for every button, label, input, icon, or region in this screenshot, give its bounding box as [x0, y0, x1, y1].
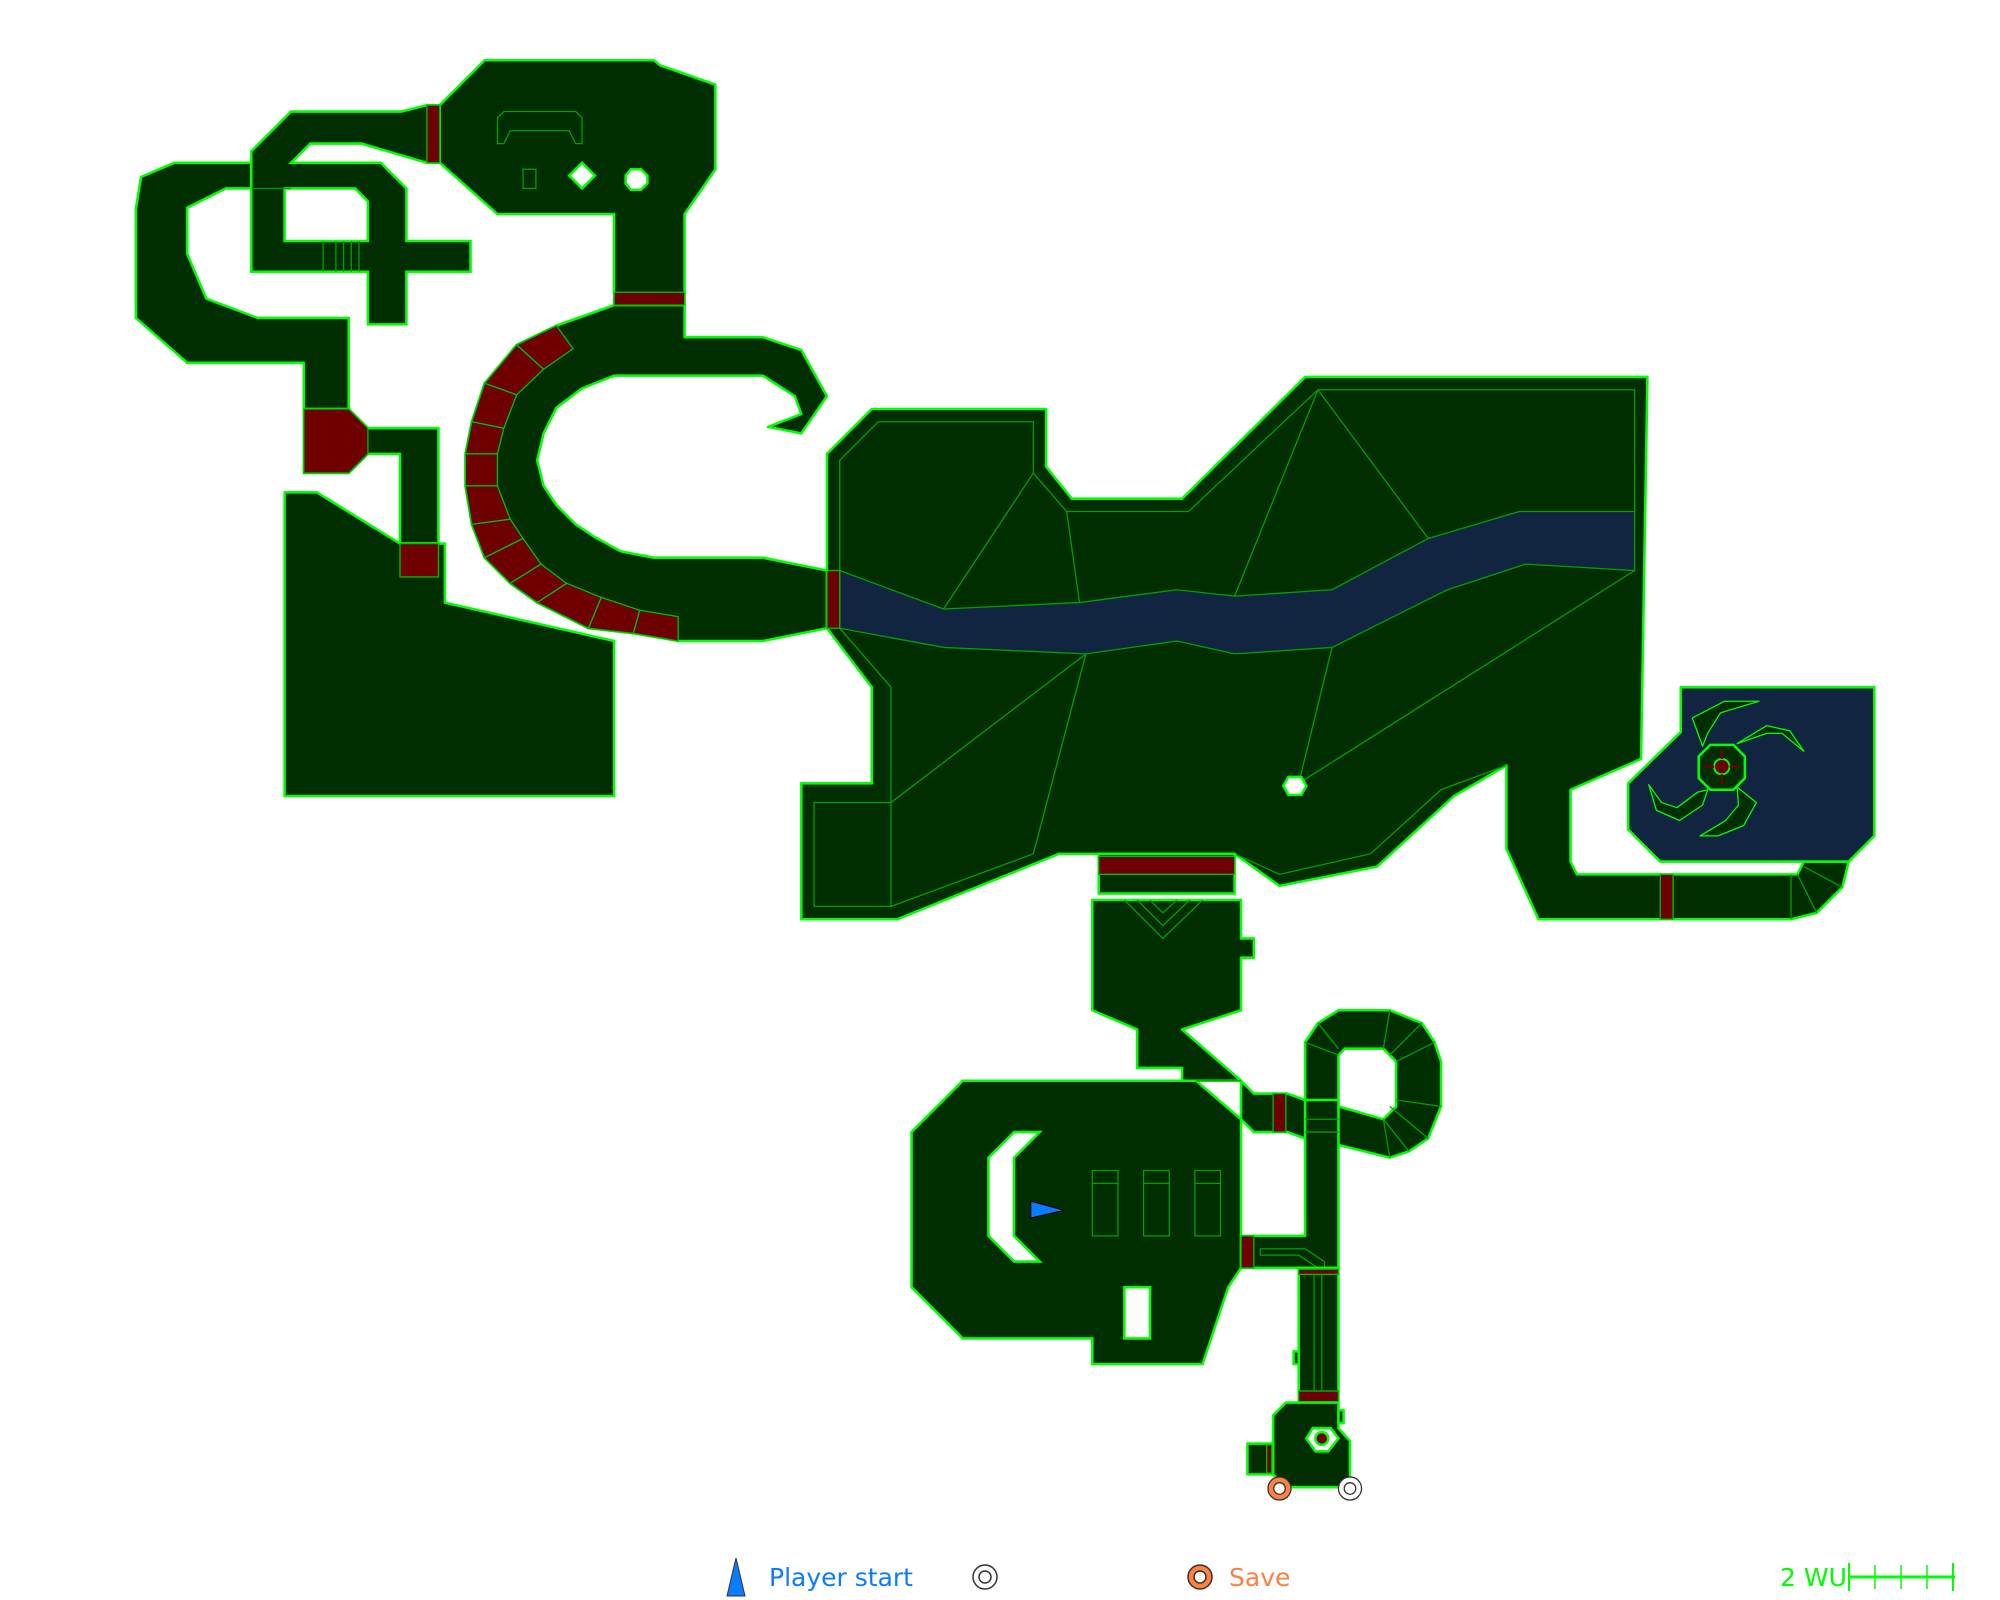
scale-label: 2 WU: [1780, 1562, 1847, 1592]
door[interactable]: [1266, 1444, 1273, 1474]
door[interactable]: [826, 569, 841, 629]
terrain-lines: [813, 389, 1843, 920]
pillar-octagon: [1281, 775, 1308, 797]
pillar-octagon: [624, 167, 649, 192]
legend-waypoint: [970, 1555, 1000, 1599]
save-icon: [1187, 1564, 1213, 1590]
room-east-pool: [1626, 685, 1876, 863]
corridor-shaft: [1297, 1266, 1340, 1404]
door[interactable]: [1659, 873, 1674, 920]
swirl-platform: [1648, 700, 1805, 837]
ramp-doors: [464, 324, 679, 642]
waypoint-marker[interactable]: [1337, 1476, 1363, 1501]
legend-scale: 2 WU: [1780, 1555, 1957, 1599]
player-start-icon: [726, 1557, 746, 1597]
teleporter[interactable]: [1304, 1426, 1341, 1453]
waypoint-icon: [972, 1564, 998, 1590]
door[interactable]: [1098, 855, 1236, 876]
stairs: [1259, 1118, 1339, 1269]
crate-outline: [522, 168, 537, 190]
legend-save-label: Save: [1229, 1562, 1291, 1592]
bunks: [1091, 1169, 1222, 1237]
player-start-marker[interactable]: [1030, 1200, 1065, 1219]
room-start: [910, 1079, 1243, 1366]
rails: [1313, 1274, 1323, 1392]
loop-segments: [1196, 1010, 1442, 1158]
door-octagon[interactable]: [303, 408, 369, 474]
door[interactable]: [613, 291, 686, 306]
stairs-west: [322, 241, 360, 272]
loop-corridor: [1239, 1008, 1443, 1160]
stairs-south: [1123, 899, 1204, 940]
legend-player-start: Player start: [725, 1555, 913, 1599]
console-outline: [496, 110, 583, 145]
legend-save: Save: [1185, 1555, 1290, 1599]
door[interactable]: [426, 104, 441, 164]
room-southwest: [283, 491, 616, 798]
legend-player-start-label: Player start: [769, 1562, 913, 1592]
door[interactable]: [1298, 1390, 1340, 1404]
pillar-diamond: [567, 161, 597, 191]
room-west-snake: [134, 161, 351, 411]
niche: [1337, 1408, 1345, 1425]
niche: [1292, 1350, 1300, 1366]
door[interactable]: [1272, 1092, 1287, 1133]
door[interactable]: [1298, 1268, 1340, 1275]
corridor-south: [1239, 1098, 1340, 1270]
room-south-antechamber: [1091, 898, 1256, 1083]
door[interactable]: [399, 542, 440, 578]
save-marker[interactable]: [1267, 1476, 1292, 1501]
door[interactable]: [1240, 1235, 1255, 1269]
scale-bar-icon: [1847, 1563, 1955, 1591]
